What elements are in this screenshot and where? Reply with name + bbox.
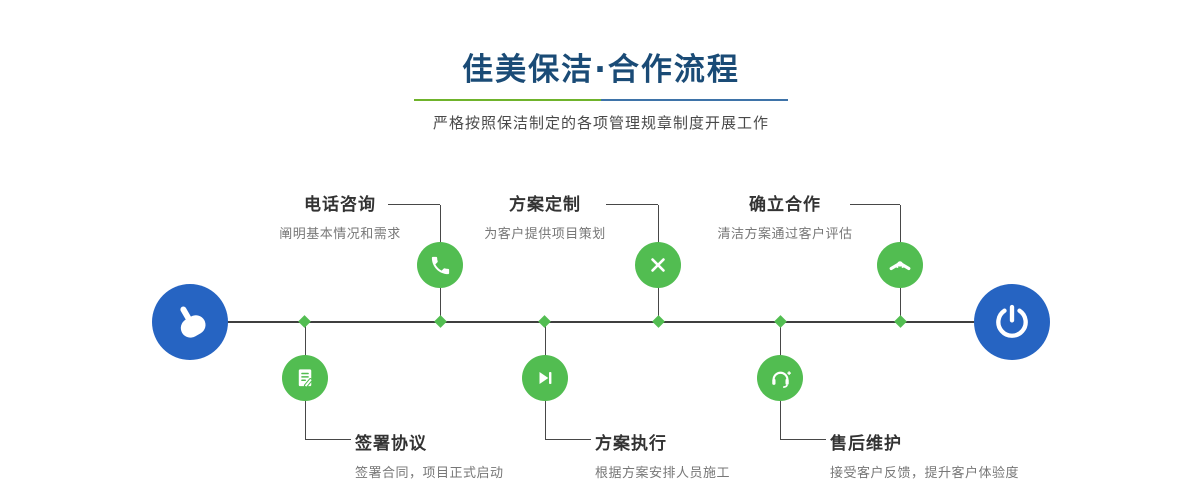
step-phone-consult: 电话咨询 阐明基本情况和需求 bbox=[225, 190, 455, 242]
connector-line bbox=[305, 439, 351, 440]
phone-icon bbox=[429, 254, 452, 277]
page-subtitle: 严格按照保洁制定的各项管理规章制度开展工作 bbox=[432, 114, 769, 132]
step-node-plan-execute bbox=[522, 355, 568, 401]
step-title: 方案执行 bbox=[595, 434, 667, 454]
step-desc: 接受客户反馈，提升客户体验度 bbox=[830, 466, 1020, 481]
step-desc: 阐明基本情况和需求 bbox=[279, 227, 401, 242]
step-node-sign-contract bbox=[282, 355, 328, 401]
title-divider bbox=[414, 99, 788, 101]
step-node-cooperation bbox=[877, 242, 923, 288]
step-plan-execute: 方案执行 根据方案安排人员施工 bbox=[595, 429, 730, 481]
contract-icon bbox=[294, 367, 317, 390]
step-node-aftersales bbox=[757, 355, 803, 401]
page-title: 佳美保洁·合作流程 bbox=[462, 52, 740, 88]
flow-start-node bbox=[152, 284, 228, 360]
step-title: 签署协议 bbox=[355, 434, 427, 454]
connector-line bbox=[850, 204, 900, 205]
timeline-line bbox=[190, 321, 1012, 323]
step-node-plan-custom bbox=[635, 242, 681, 288]
hand-pointer-icon bbox=[169, 301, 211, 343]
connector-line bbox=[545, 439, 591, 440]
step-title: 售后维护 bbox=[830, 434, 902, 454]
step-node-phone-consult bbox=[417, 242, 463, 288]
step-desc: 清洁方案通过客户评估 bbox=[717, 227, 853, 242]
timeline-diamond bbox=[652, 315, 665, 328]
headset-plus-icon bbox=[769, 367, 792, 390]
handshake-icon bbox=[888, 253, 912, 277]
timeline-diamond bbox=[298, 315, 311, 328]
timeline-diamond bbox=[894, 315, 907, 328]
timeline-diamond bbox=[434, 315, 447, 328]
step-aftersales: 售后维护 接受客户反馈，提升客户体验度 bbox=[830, 429, 1019, 481]
power-icon bbox=[992, 302, 1032, 342]
step-title: 确立合作 bbox=[749, 195, 821, 215]
timeline-diamond bbox=[774, 315, 787, 328]
play-next-icon bbox=[534, 367, 556, 389]
step-cooperation: 确立合作 清洁方案通过客户评估 bbox=[670, 190, 900, 242]
step-desc: 根据方案安排人员施工 bbox=[595, 466, 731, 481]
connector-line bbox=[606, 204, 658, 205]
step-plan-custom: 方案定制 为客户提供项目策划 bbox=[430, 190, 660, 242]
step-sign-contract: 签署协议 签署合同，项目正式启动 bbox=[355, 429, 504, 481]
connector-line bbox=[388, 204, 440, 205]
timeline-diamond bbox=[538, 315, 551, 328]
step-title: 电话咨询 bbox=[304, 195, 376, 215]
step-desc: 签署合同，项目正式启动 bbox=[355, 466, 504, 481]
flow-end-node bbox=[974, 284, 1050, 360]
step-desc: 为客户提供项目策划 bbox=[484, 227, 606, 242]
connector-line bbox=[780, 439, 826, 440]
step-title: 方案定制 bbox=[509, 195, 581, 215]
pencil-ruler-icon bbox=[647, 254, 669, 276]
